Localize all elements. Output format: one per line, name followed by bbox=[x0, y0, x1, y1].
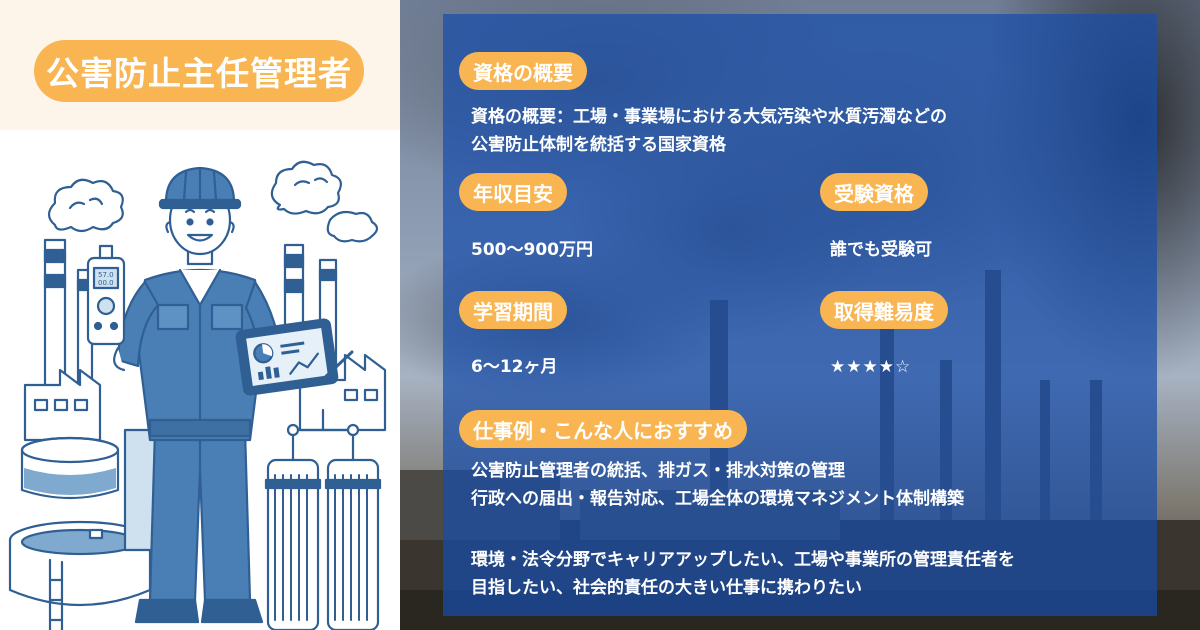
eligibility-value: 誰でも受験可 bbox=[830, 240, 932, 260]
eligibility-badge: 受験資格 bbox=[820, 173, 928, 211]
jobs-label: 仕事例・こんな人におすすめ bbox=[473, 418, 733, 443]
job-example-2: 行政への届出・報告対応、工場全体の環境マネジメント体制構築 bbox=[471, 489, 964, 509]
overview-badge: 資格の概要 bbox=[459, 52, 587, 90]
hard-hat-icon bbox=[158, 166, 242, 210]
study-period-badge: 学習期間 bbox=[459, 291, 567, 329]
recommend-line-2: 目指したい、社会的責任の大きい仕事に携わりたい bbox=[471, 578, 862, 598]
overview-label: 資格の概要 bbox=[473, 60, 573, 85]
title-badge: 公害防止主任管理者 bbox=[34, 40, 364, 102]
job-example-1: 公害防止管理者の統括、排ガス・排水対策の管理 bbox=[471, 461, 845, 481]
salary-badge: 年収目安 bbox=[459, 173, 567, 211]
smoke-right-icon bbox=[270, 160, 379, 243]
difficulty-stars: ★★★★☆ bbox=[830, 357, 912, 377]
tank-icon bbox=[8, 428, 167, 630]
eligibility-label: 受験資格 bbox=[834, 181, 914, 206]
page-title: 公害防止主任管理者 bbox=[46, 54, 352, 93]
left-panel: 公害防止主任管理者 bbox=[0, 0, 400, 630]
study-period-value: 6〜12ヶ月 bbox=[471, 357, 558, 377]
study-period-label: 学習期間 bbox=[473, 299, 553, 324]
jobs-badge: 仕事例・こんな人におすすめ bbox=[459, 410, 747, 448]
worker-illustration: 57.0 00.0 bbox=[8, 160, 387, 630]
filter-column-icon bbox=[264, 408, 382, 630]
worker-figure bbox=[116, 184, 284, 624]
overview-line-2: 公害防止体制を統括する国家資格 bbox=[471, 135, 726, 155]
salary-label: 年収目安 bbox=[473, 181, 553, 206]
meter-readout-2: 00.0 bbox=[98, 279, 114, 287]
difficulty-badge: 取得難易度 bbox=[820, 291, 948, 329]
recommend-line-1: 環境・法令分野でキャリアアップしたい、工場や事業所の管理責任者を bbox=[471, 550, 1015, 570]
difficulty-label: 取得難易度 bbox=[834, 299, 934, 324]
overview-line-1: 資格の概要：工場・事業場における大気汚染や水質汚濁などの bbox=[471, 107, 947, 127]
tablet-chart-icon bbox=[235, 318, 354, 396]
chimney-left-icon bbox=[43, 238, 94, 392]
handheld-meter-icon: 57.0 00.0 bbox=[86, 244, 126, 372]
info-panel: 資格の概要 資格の概要：工場・事業場における大気汚染や水質汚濁などの 公害防止体… bbox=[443, 14, 1157, 616]
factory-icon bbox=[23, 353, 387, 442]
meter-readout-1: 57.0 bbox=[98, 271, 114, 279]
salary-value: 500〜900万円 bbox=[471, 240, 593, 260]
smoke-left-icon bbox=[47, 178, 124, 233]
